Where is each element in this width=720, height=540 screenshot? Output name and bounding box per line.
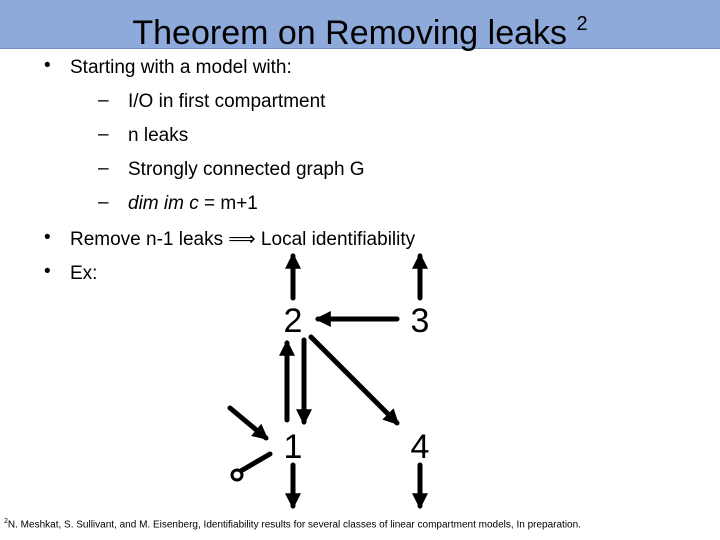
remove-text: Remove n-1 leaks: [70, 229, 229, 250]
subbullet-leaks: n leaks: [128, 125, 189, 146]
bullet-starting: Starting with a model with:: [70, 57, 292, 78]
title-text: Theorem on Removing leaks: [132, 14, 568, 52]
slide-title: Theorem on Removing leaks 2: [0, 4, 720, 53]
node-3: 3: [411, 302, 430, 340]
output-marker: [230, 468, 244, 482]
bullet-example: Ex:: [70, 263, 98, 284]
bullet-marker: •: [44, 55, 51, 76]
bullet-marker: •: [44, 261, 51, 282]
implies-arrow: ⟹: [228, 229, 256, 250]
dash-marker: –: [98, 124, 109, 145]
dim-expression: dim im c: [128, 193, 199, 214]
input-arrow: [227, 405, 269, 441]
footnote-text: N. Meshkat, S. Sullivant, and M. Eisenbe…: [7, 519, 581, 531]
footnote-ref: 2: [4, 518, 8, 525]
dash-marker: –: [98, 158, 109, 179]
edge-2-to-4: [308, 334, 400, 426]
bullet-marker: •: [44, 227, 51, 248]
output-line: [236, 451, 273, 475]
bullet-remove-leaks: Remove n-1 leaks ⟹ Local identifiability: [70, 229, 415, 251]
node-4: 4: [411, 428, 430, 466]
subbullet-dim: dim im c = m+1: [128, 193, 258, 215]
title-bar: [0, 0, 720, 49]
subbullet-graph: Strongly connected graph G: [128, 159, 365, 180]
identifiability-text: Local identifiability: [255, 229, 416, 250]
dash-marker: –: [98, 90, 109, 111]
subbullet-io: I/O in first compartment: [128, 91, 326, 112]
title-reference: 2: [576, 13, 588, 35]
node-1: 1: [284, 428, 303, 466]
dash-marker: –: [98, 192, 109, 213]
node-2: 2: [284, 302, 303, 340]
footnote: 2N. Meshkat, S. Sullivant, and M. Eisenb…: [4, 518, 581, 530]
dim-value: = m+1: [198, 193, 258, 214]
